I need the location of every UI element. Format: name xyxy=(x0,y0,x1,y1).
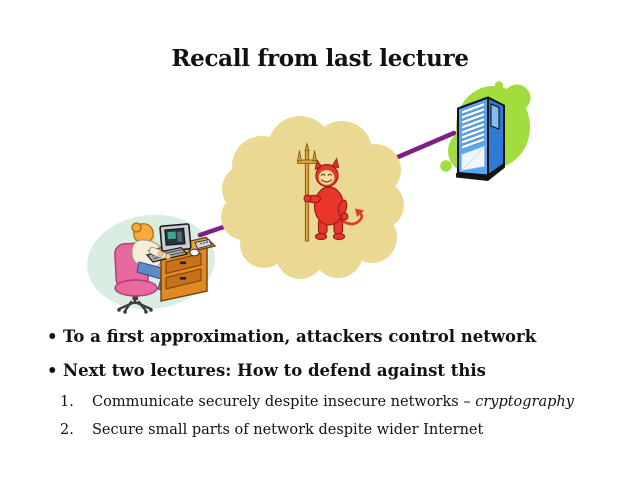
item-text: Secure small parts of network despite wi… xyxy=(92,422,484,438)
devil-face-features xyxy=(320,173,333,183)
bullet-marker: • xyxy=(47,361,58,380)
mouse-icon xyxy=(189,248,200,257)
attacker-cloud xyxy=(221,116,404,279)
devil-foot xyxy=(314,232,328,241)
item-emphasis: cryptography xyxy=(475,394,574,410)
user-workstation-illustration xyxy=(87,214,217,314)
item-text: Communicate securely despite insecure ne… xyxy=(92,394,574,410)
woman-hair-bun xyxy=(131,222,142,233)
numbered-item: 1. Communicate securely despite insecure… xyxy=(60,394,574,411)
numbered-item: 2. Secure small parts of network despite… xyxy=(60,422,483,439)
slide-title: Recall from last lecture xyxy=(171,45,469,72)
woman-hand xyxy=(157,251,164,257)
devil-hand xyxy=(303,194,312,203)
bullet-text: Next two lectures: How to defend against… xyxy=(63,361,486,380)
item-number: 1. xyxy=(60,394,74,410)
bullet-text: To a first approximation, attackers cont… xyxy=(63,327,537,346)
devil-foot xyxy=(332,232,346,241)
bullet-marker: • xyxy=(47,327,58,346)
server-slots xyxy=(461,102,485,150)
item-number: 2. xyxy=(60,422,74,438)
devil-figure xyxy=(297,142,364,242)
bullet-item: • Next two lectures: How to defend again… xyxy=(47,361,486,381)
woman-hand xyxy=(165,253,171,260)
bullet-item: • To a first approximation, attackers co… xyxy=(47,327,537,347)
devil-hand xyxy=(340,212,349,221)
link-line-cloud-to-server xyxy=(395,130,457,160)
devil-horn xyxy=(331,157,340,169)
devil-face xyxy=(318,169,335,186)
server-side-vent xyxy=(490,103,500,130)
devil-arm xyxy=(337,199,348,217)
devil-tail xyxy=(339,211,364,226)
devil-tail-tip xyxy=(355,208,364,217)
computer-monitor-icon xyxy=(159,223,192,254)
server-rack-icon xyxy=(456,96,505,181)
